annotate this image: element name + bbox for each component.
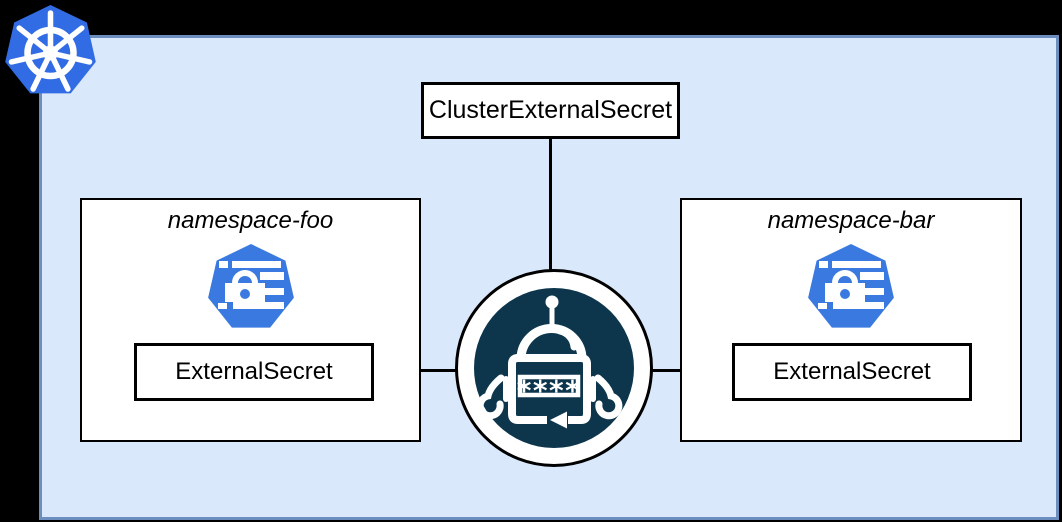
robot-body (508, 354, 591, 424)
robot-refresh-arrow-icon (550, 411, 567, 429)
robot-left-arm (476, 374, 505, 420)
cluster-external-secret-label: ClusterExternalSecret (428, 96, 673, 124)
robot-password-field (517, 374, 581, 398)
external-secret-crd-icon (207, 244, 294, 328)
operator-node-background: **** (474, 288, 634, 448)
password-asterisks: **** (517, 374, 582, 407)
lock-shackle (832, 270, 858, 284)
external-secret-label: ExternalSecret (773, 358, 931, 385)
external-secret-node-foo: ExternalSecret (134, 343, 374, 401)
lock-shackle (231, 270, 258, 284)
lock-keyhole (840, 289, 850, 299)
namespace-bar-box: namespace-bar ExternalSecret (680, 198, 1022, 442)
external-secret-node-bar: ExternalSecret (732, 343, 972, 401)
external-secret-crd-icon (808, 244, 894, 328)
ship-wheel-rim (24, 26, 77, 80)
namespace-bar-title: namespace-bar (767, 207, 935, 234)
robot-head-dome (516, 324, 587, 360)
external-secrets-operator-robot-icon: **** (476, 295, 623, 429)
robot-left-shoulder (503, 376, 509, 402)
robot-antenna-ball (545, 295, 559, 309)
connector-operator-to-foo (389, 369, 456, 372)
namespace-foo-title: namespace-foo (167, 207, 334, 234)
robot-right-arm (594, 374, 623, 420)
external-secret-label: ExternalSecret (175, 358, 333, 385)
operator-node: **** (455, 269, 653, 467)
namespace-foo-box: namespace-foo ExternalSecret (80, 198, 421, 442)
lock-keyhole (239, 289, 250, 299)
ship-wheel-hub (43, 45, 58, 61)
connector-cluster-to-operator (549, 138, 552, 270)
cluster-external-secret-node: ClusterExternalSecret (421, 82, 680, 139)
robot-right-shoulder (590, 376, 596, 402)
robot-dome-highlight (556, 327, 578, 351)
kubernetes-logo-icon (5, 5, 96, 94)
